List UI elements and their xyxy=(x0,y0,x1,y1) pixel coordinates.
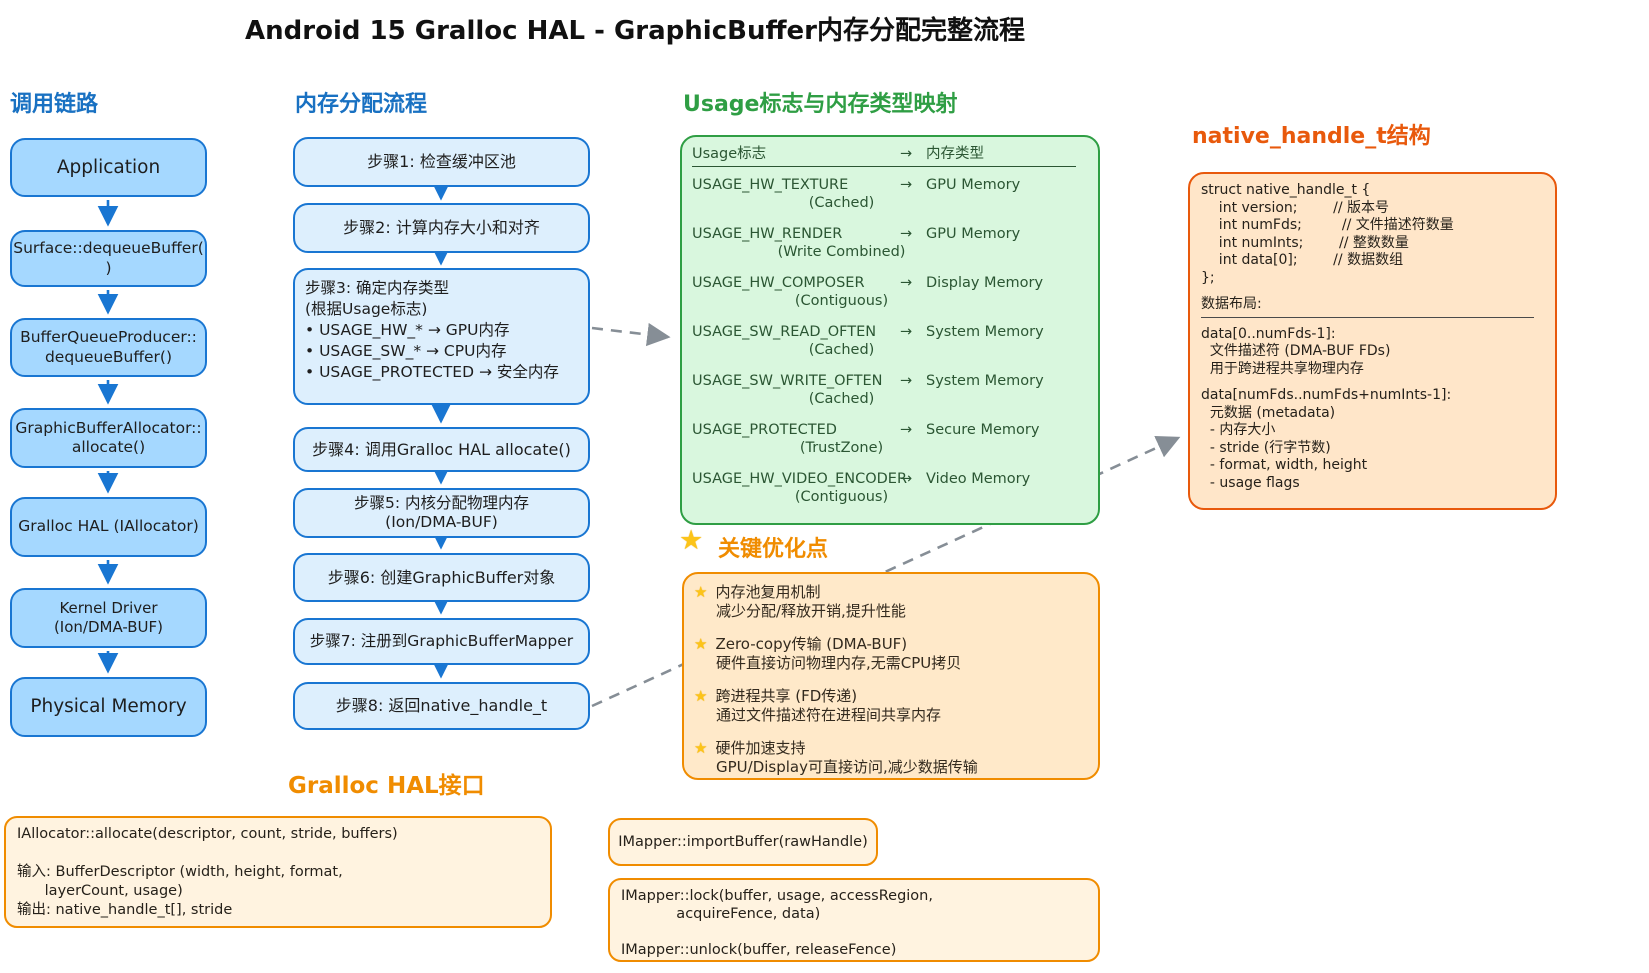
divider xyxy=(1201,316,1534,318)
optimizations-panel: ★内存池复用机制 减少分配/释放开销,提升性能 ★Zero-copy传输 (DM… xyxy=(682,572,1100,780)
native-handle-panel: struct native_handle_t { int version; //… xyxy=(1188,172,1557,510)
arrow-glyph: → xyxy=(900,226,913,242)
optimization-item: ★跨进程共享 (FD传递) 通过文件描述符在进程间共享内存 xyxy=(694,687,942,724)
call-chain-node-bufferqueue: BufferQueueProducer:: dequeueBuffer() xyxy=(10,318,207,377)
native-handle-layout-title: 数据布局: xyxy=(1201,296,1262,312)
usage-mapping-row: USAGE_HW_RENDER→GPU Memory (Write Combin… xyxy=(692,226,1021,260)
usage-map-col-type: 内存类型 xyxy=(926,146,984,162)
native-handle-heading: native_handle_t结构 xyxy=(1192,124,1431,149)
imapper-import-box: IMapper::importBuffer(rawHandle) xyxy=(608,818,878,866)
arrow-glyph: → xyxy=(900,373,913,389)
optimization-item: ★Zero-copy传输 (DMA-BUF) 硬件直接访问物理内存,无需CPU拷… xyxy=(694,635,962,672)
page-title: Android 15 Gralloc HAL - GraphicBuffer内存… xyxy=(245,16,1025,46)
call-chain-node-surface: Surface::dequeueBuffer( ) xyxy=(10,230,207,287)
call-chain-node-physical-memory: Physical Memory xyxy=(10,677,207,737)
star-icon: ★ xyxy=(694,635,708,653)
divider xyxy=(692,166,1077,167)
flow-step-3: 步骤3: 确定内存类型 (根据Usage标志) • USAGE_HW_* → G… xyxy=(293,268,590,405)
usage-mapping-row: USAGE_HW_VIDEO_ENCODER→Video Memory (Con… xyxy=(692,471,1031,505)
flow-step-2: 步骤2: 计算内存大小和对齐 xyxy=(293,203,590,253)
usage-mapping-row: USAGE_HW_COMPOSER→Display Memory (Contig… xyxy=(692,275,1044,309)
usage-map-col-flag: Usage标志 xyxy=(692,146,767,162)
arrow-glyph: → xyxy=(900,471,913,487)
usage-map-columns: Usage标志 → 内存类型 xyxy=(692,145,1088,163)
usage-mapping-row: USAGE_SW_READ_OFTEN→System Memory (Cache… xyxy=(692,324,1044,358)
usage-map-heading: Usage标志与内存类型映射 xyxy=(683,92,958,117)
iallocator-box: IAllocator::allocate(descriptor, count, … xyxy=(4,816,552,928)
alloc-flow-heading: 内存分配流程 xyxy=(295,92,428,117)
native-handle-fd-block: data[0..numFds-1]: 文件描述符 (DMA-BUF FDs) 用… xyxy=(1201,325,1391,377)
imapper-lock-box: IMapper::lock(buffer, usage, accessRegio… xyxy=(608,878,1100,962)
star-icon: ★ xyxy=(694,583,708,601)
arrow-glyph: → xyxy=(900,324,913,340)
star-icon: ★ xyxy=(694,687,708,705)
optimizations-heading: 关键优化点 xyxy=(718,537,829,562)
usage-mapping-row: USAGE_SW_WRITE_OFTEN→System Memory (Cach… xyxy=(692,373,1044,407)
usage-mapping-row: USAGE_PROTECTED→Secure Memory (TrustZone… xyxy=(692,422,1040,456)
optimization-item: ★内存池复用机制 减少分配/释放开销,提升性能 xyxy=(694,583,906,620)
call-chain-node-gba: GraphicBufferAllocator:: allocate() xyxy=(10,408,207,468)
usage-mapping-row: USAGE_HW_TEXTURE→GPU Memory (Cached) xyxy=(692,177,1021,211)
usage-map-panel: Usage标志 → 内存类型 USAGE_HW_TEXTURE→GPU Memo… xyxy=(680,135,1100,525)
flow-step-5: 步骤5: 内核分配物理内存 (Ion/DMA-BUF) xyxy=(293,488,590,538)
flow-step-6: 步骤6: 创建GraphicBuffer对象 xyxy=(293,553,590,602)
call-chain-node-kernel: Kernel Driver (Ion/DMA-BUF) xyxy=(10,588,207,648)
arrow-glyph: → xyxy=(900,177,913,193)
star-icon: ★ xyxy=(679,525,704,556)
call-chain-heading: 调用链路 xyxy=(10,92,99,117)
star-icon: ★ xyxy=(694,739,708,757)
arrow-glyph: → xyxy=(900,275,913,291)
call-chain-node-application: Application xyxy=(10,138,207,197)
flow-step-4: 步骤4: 调用Gralloc HAL allocate() xyxy=(293,427,590,472)
arrow-glyph: → xyxy=(900,146,913,162)
flow-step-8: 步骤8: 返回native_handle_t xyxy=(293,682,590,730)
flow-step-1: 步骤1: 检查缓冲区池 xyxy=(293,137,590,187)
flow-step-7: 步骤7: 注册到GraphicBufferMapper xyxy=(293,618,590,665)
arrow-glyph: → xyxy=(900,422,913,438)
hal-interface-heading: Gralloc HAL接口 xyxy=(288,773,485,799)
call-chain-node-hal: Gralloc HAL (IAllocator) xyxy=(10,497,207,557)
optimization-item: ★硬件加速支持 GPU/Display可直接访问,减少数据传输 xyxy=(694,739,978,776)
native-handle-meta-block: data[numFds..numFds+numInts-1]: 元数据 (met… xyxy=(1201,387,1452,491)
native-handle-struct-code: struct native_handle_t { int version; //… xyxy=(1201,182,1454,286)
